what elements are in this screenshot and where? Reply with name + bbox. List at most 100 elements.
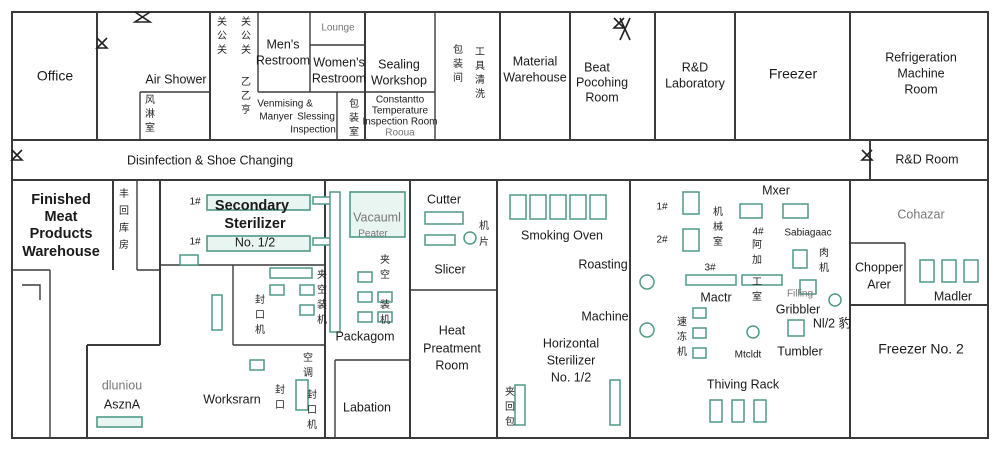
svg-text:机: 机 [677, 345, 687, 358]
label-sealing-2: Workshop [371, 73, 427, 87]
cjk-cutter-side: 机 片 [479, 219, 489, 248]
svg-text:装: 装 [453, 57, 463, 70]
svg-text:室: 室 [145, 121, 155, 134]
label-hster-3: No. 1/2 [551, 370, 591, 384]
svg-text:回: 回 [505, 401, 515, 413]
equip-box-m2 [692, 327, 707, 339]
cjk-smoke-side: 速 冻 机 [677, 316, 687, 358]
svg-text:口: 口 [255, 310, 265, 321]
equip-madler-2 [941, 259, 957, 283]
svg-text:工: 工 [752, 277, 762, 288]
svg-text:库: 库 [119, 221, 129, 234]
svg-text:关: 关 [241, 15, 251, 28]
svg-text:阿: 阿 [752, 239, 762, 251]
equip-mactr-bench [685, 274, 737, 286]
label-disinfection: Disinfection & Shoe Changing [127, 153, 293, 167]
label-dressing-3: Slessing [297, 112, 335, 123]
label-womens-1: Women's [313, 55, 364, 69]
svg-text:公: 公 [217, 31, 227, 42]
svg-text:夹: 夹 [505, 385, 515, 398]
svg-text:亨: 亨 [241, 103, 251, 116]
equip-rack-1 [709, 399, 723, 423]
label-lounge: Lounge [321, 23, 355, 34]
cjk-work-side2: 封 口 封 口 机 [275, 383, 317, 431]
equip-box-m1 [692, 307, 707, 319]
svg-text:关: 关 [241, 43, 251, 56]
label-vacuum-2: Peater [358, 229, 388, 240]
equip-hsterilizer-2 [609, 379, 621, 426]
svg-text:室: 室 [349, 125, 359, 138]
equip-mixer-2-frame [682, 228, 700, 252]
equip-division [96, 416, 143, 428]
label-freezer: Freezer [769, 66, 818, 82]
equip-box-5 [295, 379, 309, 411]
door-office [95, 37, 109, 49]
equip-mixer-4 [782, 203, 809, 219]
equip-rack-3 [753, 399, 767, 423]
cjk-restroom-side2: 关 公 关 [241, 15, 251, 56]
equip-slicer-1 [424, 234, 456, 246]
svg-text:淋: 淋 [145, 107, 155, 120]
cjk-grinder-side: 肉 机 [819, 246, 829, 274]
equip-sterilizer-1 [206, 194, 311, 211]
equip-pack-5 [377, 311, 393, 323]
svg-text:洗: 洗 [475, 88, 485, 100]
equip-oven-2 [529, 194, 547, 220]
label-sec-ster-1: Secondary [215, 198, 289, 214]
svg-text:室: 室 [713, 235, 723, 248]
cjk-inspect-side: 包 装 室 [349, 97, 359, 138]
cjk-material-side: 工 具 清 洗 [475, 47, 485, 100]
label-rd-room: R&D Room [895, 152, 958, 166]
svg-text:具: 具 [475, 60, 485, 72]
equip-pack-1 [357, 271, 373, 283]
svg-text:封: 封 [275, 383, 285, 396]
equip-oven-3 [549, 194, 567, 220]
label-finished-2: Meat [44, 209, 77, 225]
svg-text:口: 口 [307, 405, 317, 416]
equip-mixer-1-frame [682, 191, 700, 215]
svg-text:空: 空 [317, 283, 327, 296]
svg-text:机: 机 [819, 261, 829, 274]
label-const-4: Rooua [385, 128, 415, 139]
label-n12: Nl/2 豹 [813, 315, 851, 330]
svg-text:装: 装 [349, 111, 359, 124]
svg-text:回: 回 [119, 205, 129, 217]
label-freezer2: Freezer No. 2 [878, 341, 964, 357]
label-const-3: Inspection Room [362, 117, 437, 128]
label-finished-3: Products [30, 226, 93, 242]
cjk-mixer-side2: 阿 加 工 室 [752, 239, 762, 303]
label-hster-1: Horizontal [543, 336, 599, 350]
label-sec-ster-2: Sterilizer [224, 216, 286, 232]
cjk-bottom-left: 封 口 机 [255, 293, 265, 336]
label-heat-1: Heat [439, 323, 466, 337]
equip-vacuum [349, 191, 406, 238]
equip-slicer-2 [463, 231, 477, 245]
label-beat-2: Pocohing [576, 75, 628, 89]
label-madler: Madler [934, 289, 972, 303]
label-finished-1: Finished [31, 192, 91, 208]
label-rd-1: R&D [682, 60, 708, 74]
svg-text:口: 口 [275, 400, 285, 411]
label-labation: Labation [343, 400, 391, 414]
svg-text:乙: 乙 [241, 90, 251, 102]
label-const-1: Constantto [376, 95, 425, 106]
equip-pack-4 [377, 291, 393, 303]
label-mactr: Mactr [700, 290, 731, 304]
equip-cutter [424, 211, 464, 225]
label-chopper-1: Chopper [855, 260, 903, 274]
equip-pack-3 [357, 311, 373, 323]
cjk-heat-side: 夹 回 包 [505, 385, 515, 428]
cjk-finished-side: 丰 回 库 房 [119, 187, 129, 251]
marker-1: 1# [189, 197, 201, 208]
label-womens-2: Restroom [312, 71, 366, 85]
equip-filling [799, 279, 817, 295]
equip-box-2 [299, 284, 315, 296]
equip-mixer-3 [739, 203, 763, 219]
svg-text:肉: 肉 [819, 246, 829, 259]
label-smoking-oven: Smoking Oven [521, 228, 603, 242]
equip-oven-4 [569, 194, 587, 220]
svg-text:工: 工 [475, 47, 485, 58]
svg-text:乙: 乙 [241, 76, 251, 88]
svg-text:风: 风 [145, 94, 155, 106]
svg-text:机: 机 [380, 313, 390, 326]
